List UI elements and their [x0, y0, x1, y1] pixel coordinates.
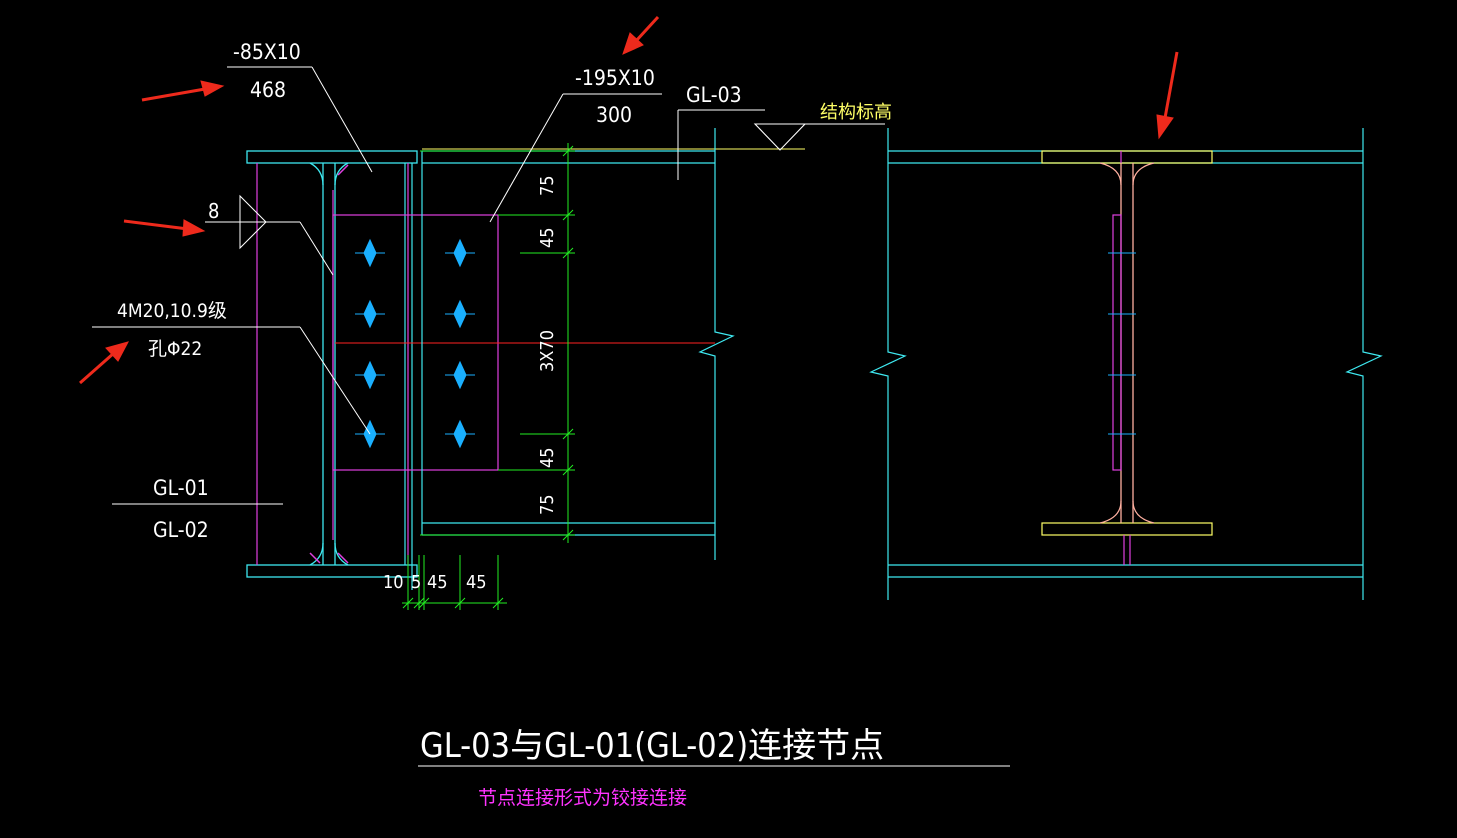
drawing-subtitle: 节点连接形式为铰接连接 — [478, 787, 687, 809]
dim-v-4: 45 — [537, 447, 558, 468]
dim-h-4: 45 — [466, 572, 487, 593]
dim-v-3: 3X70 — [537, 330, 558, 372]
vertical-dimension-chain — [420, 143, 575, 543]
bolt — [445, 299, 475, 329]
elevation-symbol — [753, 123, 885, 151]
beam-gl03-elevation — [421, 109, 805, 560]
bolt — [445, 360, 475, 390]
dim-h-1: 10 — [383, 572, 404, 593]
red-arrow — [123, 219, 206, 237]
dim-h-2: 5 — [411, 572, 421, 593]
dim-h-3: 45 — [427, 572, 448, 593]
red-arrow — [1156, 51, 1179, 140]
dim-v-1: 75 — [537, 175, 558, 196]
horizontal-dimension-chain — [402, 555, 507, 610]
column-section — [246, 150, 418, 590]
beam-cross-section — [869, 128, 1383, 600]
plate-1-length: 468 — [250, 78, 286, 102]
red-arrow — [622, 15, 660, 55]
red-arrow — [79, 341, 129, 385]
bolt — [445, 238, 475, 268]
leader-lines — [92, 66, 1010, 767]
bolt — [355, 360, 385, 390]
plate-1-spec: -85X10 — [233, 40, 301, 64]
dim-v-5: 75 — [537, 494, 558, 515]
elevation-label: 结构标高 — [820, 102, 892, 123]
bolt — [445, 419, 475, 449]
column-label-bottom: GL-02 — [153, 518, 209, 542]
drawing-title: GL-03与GL-01(GL-02)连接节点 — [420, 726, 884, 766]
beam-label: GL-03 — [686, 83, 742, 107]
red-arrow — [141, 80, 225, 102]
bolt-hole: 孔Φ22 — [148, 338, 202, 360]
bolt-spec: 4M20,10.9级 — [117, 300, 227, 322]
dim-v-2: 45 — [537, 227, 558, 248]
bolt — [355, 299, 385, 329]
plate-2-spec: -195X10 — [575, 66, 655, 90]
annotation-arrows — [79, 15, 1179, 385]
weld-size: 8 — [208, 199, 219, 223]
plate-2-length: 300 — [596, 103, 632, 127]
bolt — [355, 238, 385, 268]
column-label-top: GL-01 — [153, 476, 209, 500]
